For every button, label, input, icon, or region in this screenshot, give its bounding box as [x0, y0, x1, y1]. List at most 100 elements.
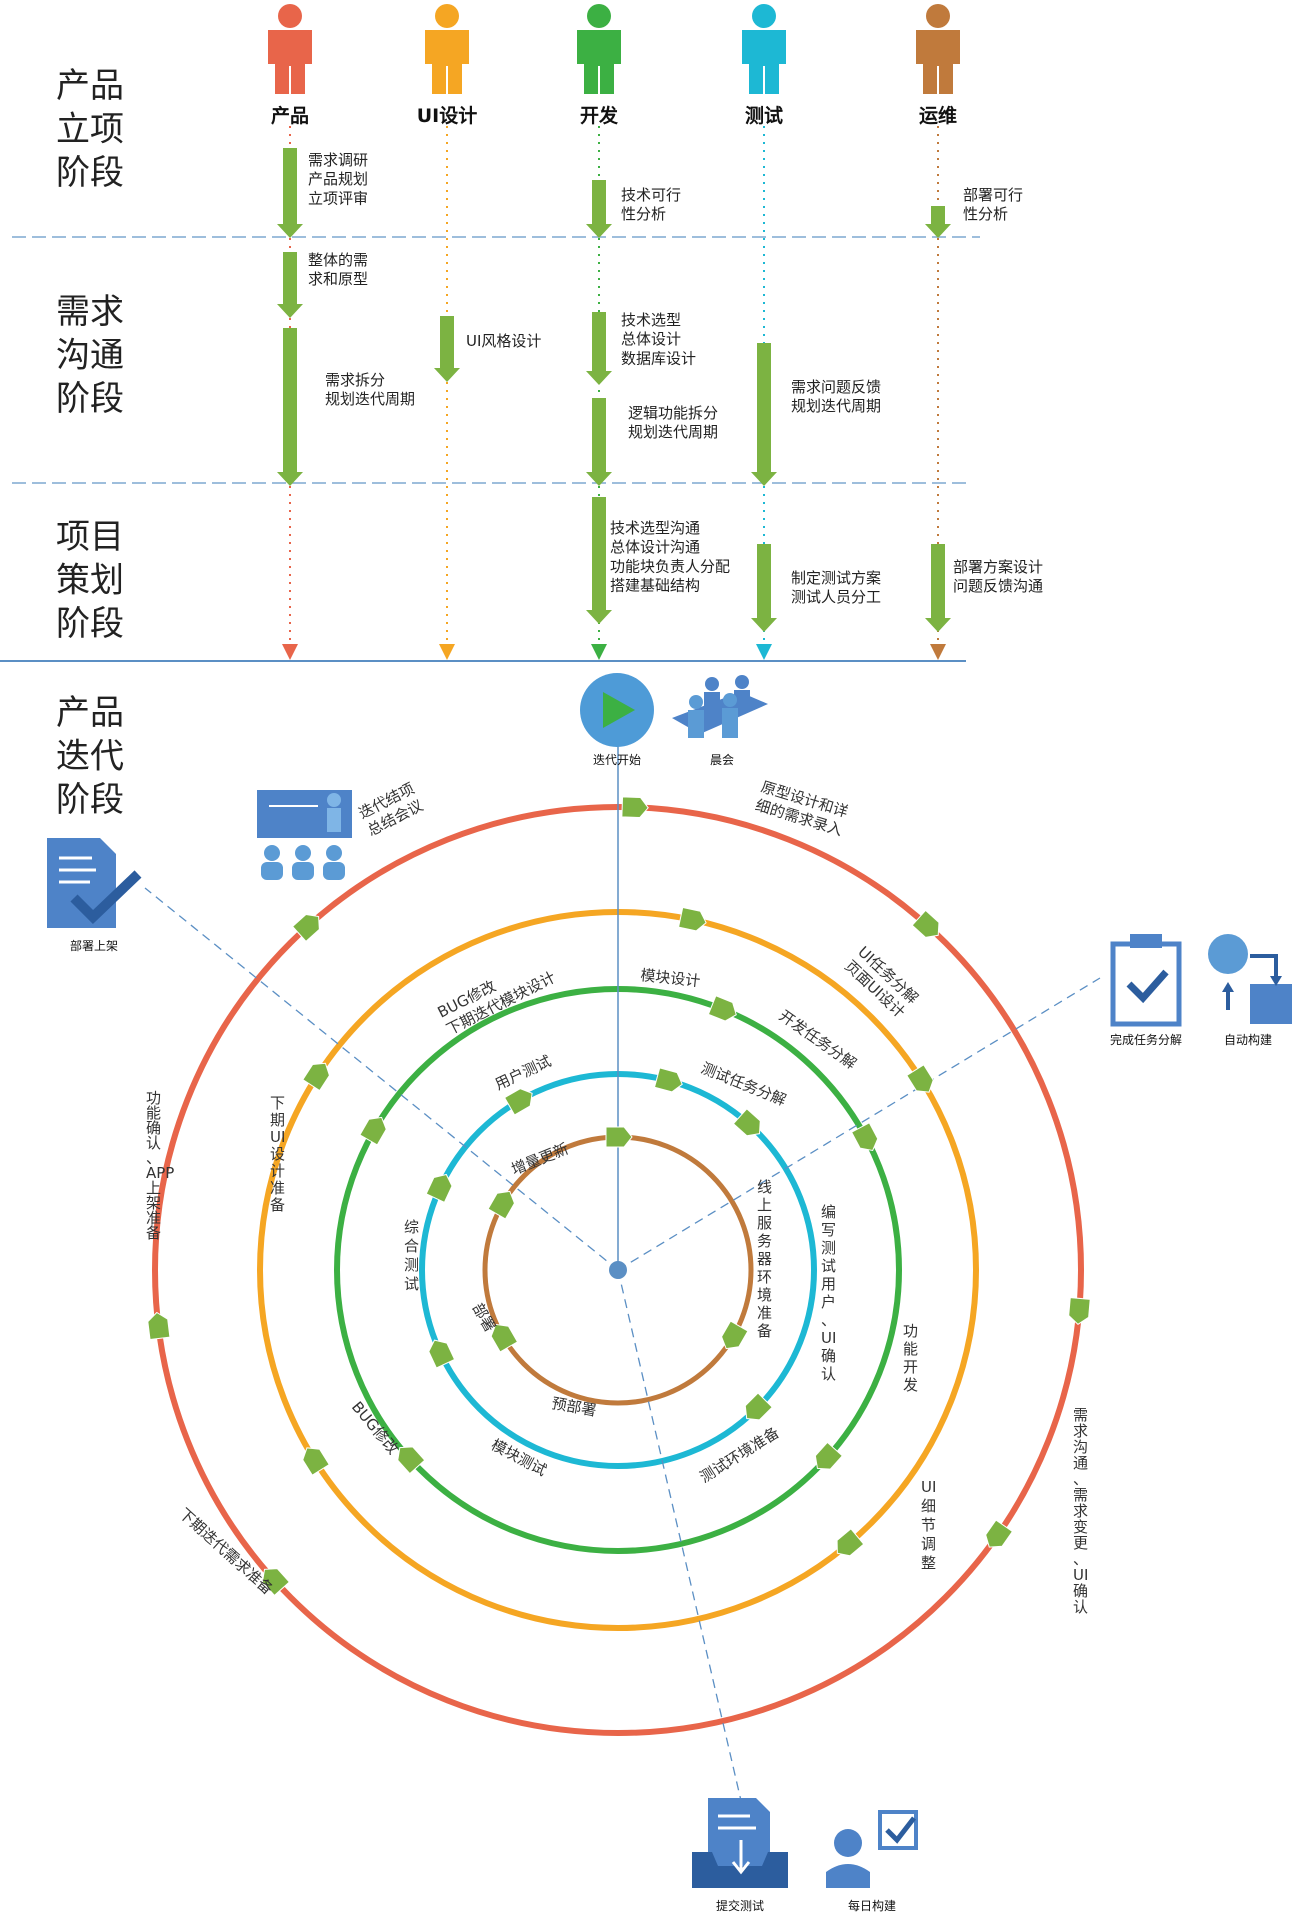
step-notes: 需求调研产品规划立项评审 整体的需求和原型 需求拆分规划迭代周期 UI风格设计 … — [308, 151, 1043, 606]
step-arrow — [277, 328, 303, 486]
ring-markers — [147, 796, 1091, 1597]
role-figure-1: UI设计 — [417, 4, 478, 127]
label-test-task: 测试任务分解 — [699, 1059, 789, 1109]
ring-direction-marker — [906, 1064, 934, 1093]
ring-direction-marker — [503, 1088, 533, 1116]
label-iteration-closing: 迭代结项总结会议 — [356, 779, 426, 839]
step-arrow — [586, 180, 612, 238]
stage-title-initiation: 产品立项阶段 — [56, 66, 124, 193]
ring-direction-marker — [302, 1447, 330, 1476]
deploy-caption: 部署上架 — [70, 938, 118, 953]
ring-direction-marker — [836, 1528, 865, 1557]
stage-title-iteration: 产品迭代阶段 — [56, 693, 124, 820]
step-arrow — [434, 316, 460, 382]
ring-direction-marker — [359, 1116, 387, 1146]
meeting-icon — [672, 675, 768, 738]
label-ui-task: UI任务分解页面UI设计 — [841, 943, 922, 1022]
clipboard-check-icon — [1110, 934, 1182, 1027]
ring-direction-marker — [621, 796, 649, 819]
ring-direction-marker — [653, 1067, 683, 1093]
note-product-prototype: 整体的需求和原型 — [308, 251, 368, 288]
note-dev-design: 技术选型总体设计数据库设计 — [621, 311, 696, 367]
role-label-3: 测试 — [745, 105, 783, 127]
note-test-feedback: 需求问题反馈规划迭代周期 — [791, 378, 881, 415]
auto-build-caption: 自动构建 — [1224, 1032, 1272, 1047]
step-arrow — [586, 497, 612, 624]
stage-title-requirements: 需求沟通阶段 — [56, 292, 124, 419]
ring-direction-marker — [677, 906, 707, 932]
roles: 产品 UI设计 开发 测试 运维 — [268, 4, 960, 127]
role-label-4: 运维 — [919, 104, 957, 127]
ring-direction-marker — [744, 1392, 773, 1421]
role-label-2: 开发 — [580, 104, 619, 127]
ring-direction-marker — [850, 1122, 879, 1152]
note-product-research: 需求调研产品规划立项评审 — [308, 151, 368, 207]
step-arrow — [277, 252, 303, 318]
ring-direction-marker — [985, 1519, 1014, 1548]
ring-direction-marker — [732, 1108, 761, 1137]
ring-direction-marker — [1068, 1297, 1091, 1325]
role-figure-4: 运维 — [916, 4, 960, 127]
start-caption: 迭代开始 — [593, 753, 641, 767]
submit-test-caption: 提交测试 — [716, 1898, 764, 1913]
note-dev-logic: 逻辑功能拆分规划迭代周期 — [628, 404, 718, 441]
radial-connectors — [144, 745, 1101, 1806]
note-dev-feasibility: 技术可行性分析 — [621, 186, 681, 223]
label-server-env: 线上服务器环境准备 — [757, 1178, 772, 1340]
ring-direction-marker — [428, 1339, 456, 1369]
ring-direction-marker — [302, 1062, 331, 1092]
ring-direction-marker — [911, 909, 940, 938]
note-dev-planning: 技术选型沟通总体设计沟通功能块负责人分配搭建基础结构 — [610, 519, 730, 595]
step-arrow — [925, 206, 951, 238]
stage-separators — [0, 236, 980, 662]
note-ui-style: UI风格设计 — [466, 332, 541, 350]
note-ops-plan: 部署方案设计问题反馈沟通 — [953, 558, 1043, 595]
auto-build-icon — [1208, 934, 1292, 1024]
ring-direction-marker — [605, 1126, 633, 1148]
note-product-split: 需求拆分规划迭代周期 — [325, 371, 415, 408]
ring-direction-marker — [707, 995, 737, 1022]
daily-build-icon — [826, 1810, 918, 1888]
label-feature-dev: 功能开发 — [903, 1322, 918, 1394]
step-arrow — [277, 148, 303, 238]
daily-build-caption: 每日构建 — [848, 1898, 896, 1913]
label-integration-test: 综合测试 — [404, 1218, 419, 1293]
document-check-icon — [47, 838, 142, 928]
step-arrow — [586, 398, 612, 486]
ring-direction-marker — [487, 1190, 516, 1220]
hub-dot — [609, 1261, 627, 1279]
label-dev-task: 开发任务分解 — [776, 1007, 860, 1073]
label-test-env: 测试环境准备 — [697, 1423, 783, 1486]
ring-direction-marker — [814, 1441, 843, 1470]
task-done-caption: 完成任务分解 — [1110, 1032, 1182, 1047]
role-figure-2: 开发 — [577, 4, 621, 127]
ring-direction-marker — [147, 1311, 171, 1341]
presentation-icon — [257, 790, 352, 880]
meeting-caption: 晨会 — [710, 753, 734, 767]
label-module-design: 模块设计 — [640, 966, 702, 990]
stage-title-planning: 项目策划阶段 — [56, 517, 124, 644]
label-incremental-update: 增量更新 — [509, 1140, 571, 1179]
step-arrows — [277, 148, 951, 632]
ring-direction-marker — [261, 1568, 291, 1597]
start-icon[interactable] — [580, 673, 654, 747]
step-arrow — [925, 544, 951, 632]
ring-direction-marker — [490, 1323, 519, 1353]
role-figure-3: 测试 — [742, 4, 786, 127]
role-label-1: UI设计 — [417, 105, 478, 127]
ring-direction-marker — [291, 913, 320, 943]
step-arrow — [751, 343, 777, 486]
submit-test-icon — [692, 1798, 788, 1888]
note-test-plan: 制定测试方案测试人员分工 — [791, 569, 881, 606]
step-arrow — [751, 544, 777, 632]
label-bug-fix-next: BUG修改下期迭代模块设计 — [435, 951, 559, 1039]
role-label-0: 产品 — [271, 104, 309, 127]
ring-direction-marker — [425, 1173, 453, 1203]
